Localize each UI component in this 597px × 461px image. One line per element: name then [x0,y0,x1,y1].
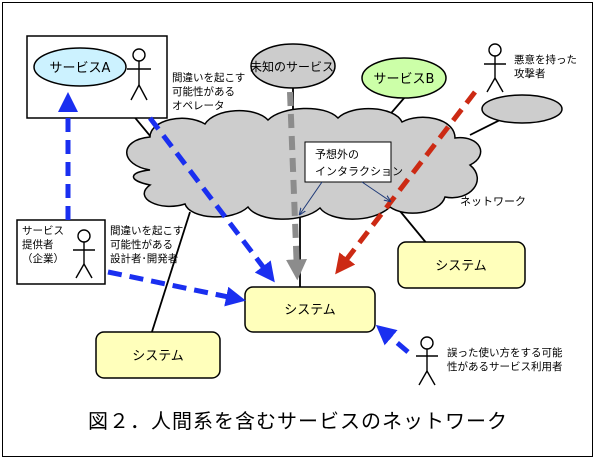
unexpected-arrow-right [361,181,390,201]
system-center-label: システム [284,303,336,318]
network-cloud [126,94,563,220]
network-label: ネットワーク [460,195,526,208]
unknown-service-node [250,43,336,89]
unexpected-interaction-box [304,141,392,183]
svg-text:間違いを起こす: 間違いを起こす [172,71,245,84]
svg-text:設計者･開発者: 設計者･開発者 [110,252,178,265]
provider-label: サービス 提供者 （企業） [22,225,64,265]
service-b-label: サービスB [374,72,435,87]
unexpected-arrow-left [300,181,323,214]
svg-text:（企業）: （企業） [22,252,64,265]
svg-text:可能性がある: 可能性がある [172,85,235,98]
service-a-label: サービスA [50,61,111,76]
system-right-label: システム [435,259,487,274]
service-a-node [33,47,127,87]
operator-person-icon [127,48,151,101]
system-left-box [95,331,221,379]
svg-text:性があるサービス利用者: 性があるサービス利用者 [447,360,563,373]
system-right-box [397,241,526,289]
user-label: 誤った使い方をする可能 性があるサービス利用者 [447,346,563,373]
operator-label: 間違いを起こす 可能性がある オペレータ [172,71,245,112]
service-b-node [361,57,447,99]
user-person-icon [416,336,438,386]
svg-text:誤った使い方をする可能: 誤った使い方をする可能 [447,346,563,359]
system-left-label: システム [132,349,184,364]
unexpected-line-2: インタラクション [315,165,403,178]
attacker-person-icon [484,43,506,93]
designer-person-icon [73,229,95,279]
line-system-left [149,211,191,339]
designer-label: 間違いを起こす 可能性がある 設計者･開発者 [110,224,183,265]
attacker-label: 悪意を持った 攻撃者 [514,53,577,80]
arrow-attacker-to-system [335,90,477,275]
arrow-operator-to-system [148,116,275,283]
svg-text:可能性がある: 可能性がある [110,238,173,251]
svg-text:攻撃者: 攻撃者 [514,67,546,80]
svg-text:オペレータ: オペレータ [172,100,225,112]
provider-box [16,219,106,285]
svg-text:悪意を持った: 悪意を持った [514,53,577,66]
attacker-cloud-island [481,94,563,124]
unknown-service-label: 未知のサービス [250,60,334,74]
svg-text:サービス: サービス [22,225,64,237]
figure-caption: 図２．人間系を含むサービスのネットワーク [88,409,508,433]
unexpected-line-1: 予想外の [315,147,359,161]
arrows [58,90,477,354]
arrow-user-to-system [375,324,410,354]
arrow-designer-to-system [107,269,246,307]
svg-text:間違いを起こす: 間違いを起こす [110,224,183,237]
svg-text:提供者: 提供者 [22,238,54,251]
arrow-unknown-to-system [286,91,308,281]
system-center-box [244,286,376,333]
